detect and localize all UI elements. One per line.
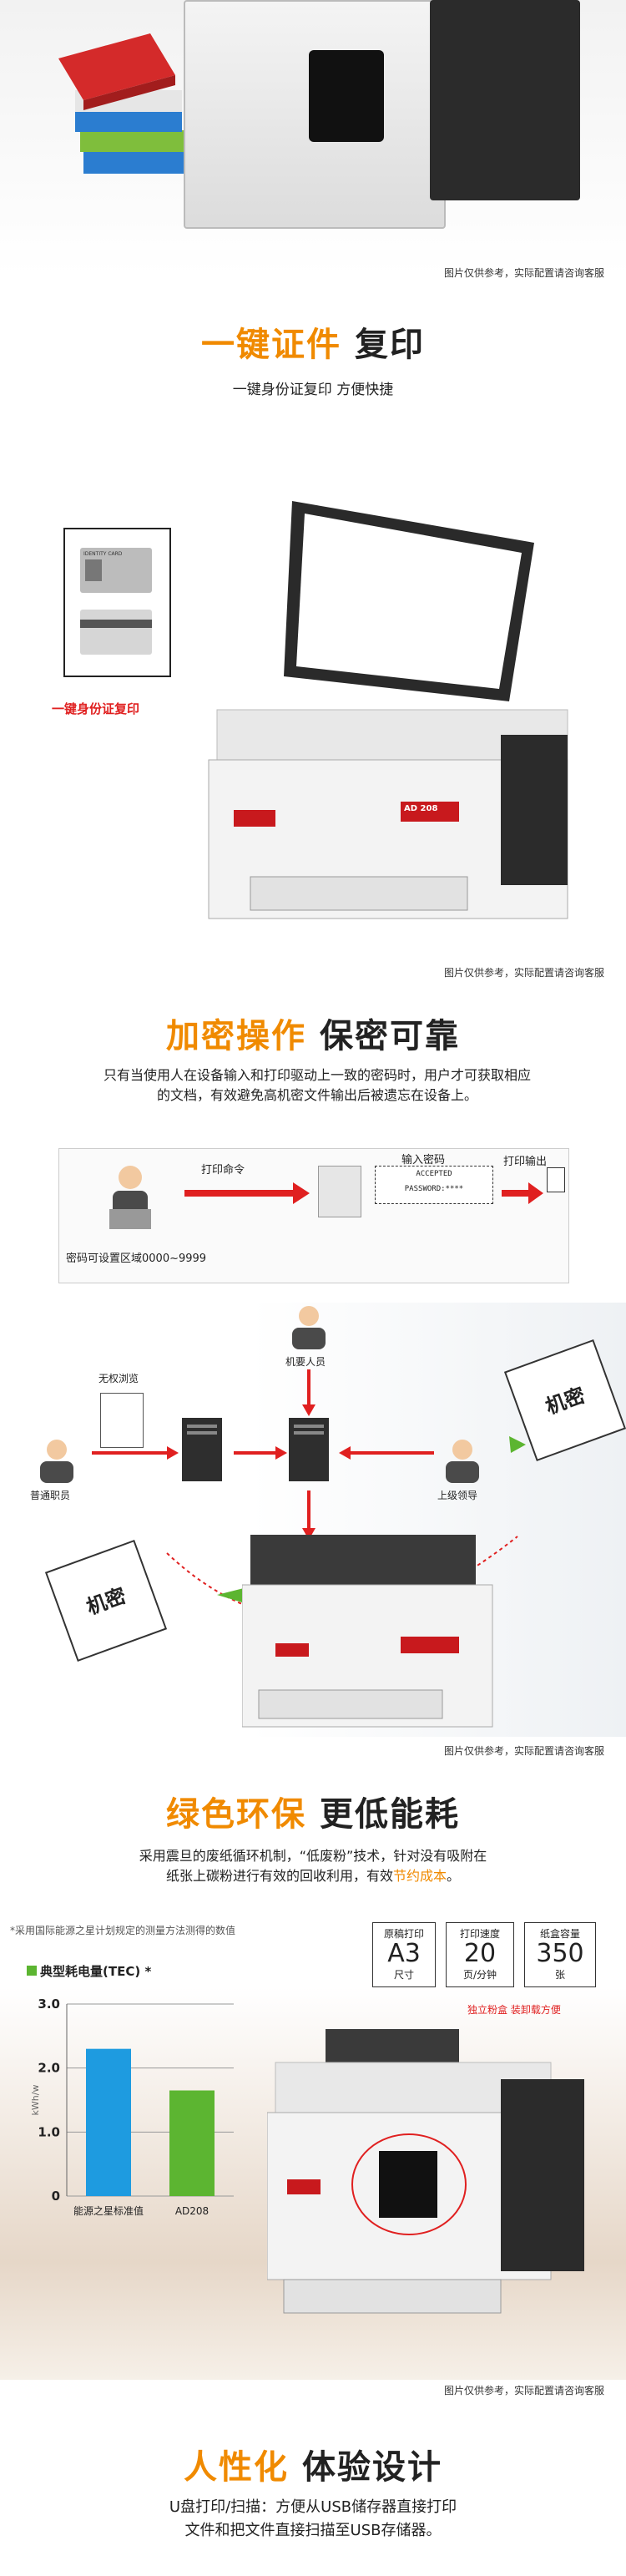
- spec-value: 350: [536, 1939, 584, 1968]
- y-tick-label: 0: [52, 2189, 60, 2204]
- id-card-stripe: [80, 620, 152, 628]
- top-section: 图片仅供参考，实际配置请咨询客服: [0, 0, 626, 279]
- chart-title: 典型耗电量(TEC) *: [27, 1962, 151, 1980]
- user-laptop-icon: [109, 1166, 151, 1229]
- section-title-secure: 加密操作 保密可靠: [0, 1009, 626, 1057]
- printer-image-network: [242, 1535, 493, 1728]
- confidential-label: 机密: [83, 1583, 129, 1620]
- section-title-id-copy: 一键证件 复印: [0, 317, 626, 366]
- secret-staff-icon: [292, 1306, 326, 1349]
- leader-icon: [446, 1440, 479, 1483]
- normal-staff-icon: [40, 1440, 73, 1483]
- image-caption: 图片仅供参考，实际配置请咨询客服: [443, 967, 604, 979]
- spec-label: 原稿打印: [383, 1928, 424, 1940]
- green-desc-line-2: 纸张上碳粉进行有效的回收利用，有效节约成本。: [0, 1865, 626, 1887]
- human-desc-line-2: 文件和把文件直接扫描至USB存储器。: [184, 2522, 442, 2539]
- spec-value: 20: [463, 1939, 497, 1968]
- section-title-green: 绿色环保 更低能耗: [0, 1787, 626, 1835]
- printer-drum-opening: [309, 50, 384, 142]
- spec-unit: 页/分钟: [462, 1969, 497, 1981]
- y-axis-label: kWh/w: [30, 2085, 41, 2116]
- id-card-front: IDENTITY CARD: [80, 548, 152, 593]
- label-leader: 上级领导: [437, 1490, 478, 1501]
- secure-description: 只有当使用人在设备输入和打印驱动上一致的密码时，用户才可获取相应的文档，有效避免…: [103, 1067, 531, 1103]
- spec-box: 纸盒容量 350 张: [524, 1922, 596, 1987]
- toner-note: 独立粉盒 装卸载方便: [467, 2004, 561, 2016]
- accepted-text: ACCEPTED: [416, 1170, 452, 1178]
- y-tick-label: 3.0: [38, 1997, 60, 2012]
- chart-title-suffix: *: [144, 1964, 152, 1979]
- spec-label: 纸盒容量: [539, 1928, 580, 1940]
- title-main: 保密可靠: [319, 1017, 460, 1055]
- id-copy-label: 一键身份证复印: [52, 701, 140, 716]
- y-tick-label: 1.0: [38, 2124, 60, 2139]
- green-desc-line-1: 采用震旦的废纸循环机制，“低废粉”技术，针对没有吸附在: [139, 1848, 487, 1864]
- bar: [86, 2048, 131, 2196]
- printer-model-badge: AD 208: [404, 804, 438, 813]
- id-card-back: [80, 610, 152, 655]
- password-flow-box: 打印命令 输入密码 ACCEPTED PASSWORD:**** 打印输出 密码…: [58, 1148, 569, 1283]
- password-panel: ACCEPTED PASSWORD:****: [375, 1166, 493, 1204]
- bar: [169, 2090, 215, 2196]
- title-accent: 人性化: [184, 2448, 290, 2487]
- arrow-right-icon: [184, 1182, 310, 1204]
- label-secret-staff: 机要人员: [285, 1356, 326, 1368]
- energy-chart: 典型耗电量(TEC) * 0 1.0 2.0 3.0 kWh/w 能源之星标准值 AD208: [17, 1962, 259, 2238]
- title-main: 更低能耗: [319, 1795, 460, 1834]
- energy-note: *采用国际能源之星计划规定的测量方法测得的数值: [10, 1925, 236, 1936]
- id-card-frame: IDENTITY CARD: [63, 528, 171, 677]
- title-accent: 加密操作: [166, 1017, 307, 1055]
- document-icon: [547, 1167, 565, 1192]
- spec-box: 原稿打印 A3 尺寸: [372, 1922, 436, 1987]
- arrow-right-icon: [502, 1182, 543, 1204]
- flow-label-print-cmd: 打印命令: [201, 1164, 245, 1177]
- chart-svg: 0 1.0 2.0 3.0 kWh/w 能源之星标准值 AD208: [30, 1997, 234, 2217]
- label-normal-staff: 普通职员: [30, 1490, 71, 1501]
- network-diagram: 无权浏览 机要人员 普通职员 上级领导 机密 机密: [0, 1303, 626, 1737]
- printer-image-green: [267, 2029, 584, 2314]
- chart-legend-swatch: [27, 1966, 37, 1976]
- confidential-label: 机密: [543, 1383, 588, 1420]
- green-desc-2b: 节约成本: [392, 1868, 447, 1884]
- title-accent: 绿色环保: [166, 1795, 307, 1834]
- spec-box: 打印速度 20 页/分钟: [446, 1922, 514, 1987]
- image-caption: 图片仅供参考，实际配置请咨询客服: [443, 1745, 604, 1757]
- x-tick-label: AD208: [175, 2205, 209, 2217]
- section-title-human: 人性化 体验设计: [0, 2440, 626, 2488]
- chart-title-text: 典型耗电量(TEC): [40, 1964, 141, 1979]
- human-desc-line-1: U盘打印/扫描：方便从USB储存器直接打印: [169, 2498, 457, 2516]
- flow-label-pwd-range: 密码可设置区域0000~9999: [66, 1253, 207, 1265]
- id-card-photo: [85, 559, 102, 581]
- spec-label: 打印速度: [459, 1928, 500, 1940]
- y-tick-label: 2.0: [38, 2061, 60, 2076]
- flow-label-enter-pwd: 输入密码: [401, 1154, 446, 1167]
- title-main: 体验设计: [301, 2448, 442, 2487]
- server-icon: [182, 1418, 222, 1481]
- spec-unit: 张: [554, 1969, 565, 1981]
- spec-value: A3: [387, 1939, 421, 1968]
- flow-label-print-out: 打印输出: [503, 1156, 548, 1168]
- password-text: PASSWORD:****: [404, 1185, 464, 1193]
- server-icon: [289, 1418, 329, 1481]
- label-no-right: 无权浏览: [98, 1373, 139, 1384]
- x-tick-label: 能源之星标准值: [73, 2204, 144, 2217]
- binders-illustration: [58, 33, 184, 174]
- section-subtitle: 一键身份证复印 方便快捷: [232, 382, 394, 398]
- title-main: 复印: [354, 326, 425, 364]
- id-card-text: IDENTITY CARD: [83, 551, 123, 557]
- doc-sheet-icon: [100, 1393, 144, 1448]
- spec-unit: 尺寸: [393, 1969, 414, 1981]
- title-accent: 一键证件: [201, 326, 342, 364]
- printer-image-open-lid: [208, 501, 568, 919]
- image-caption: 图片仅供参考，实际配置请咨询客服: [443, 2385, 604, 2396]
- printer-side-panel: [430, 0, 580, 200]
- green-desc-2c: 。: [447, 1868, 461, 1884]
- green-desc-2a: 纸张上碳粉进行有效的回收利用，有效: [165, 1868, 393, 1884]
- image-caption: 图片仅供参考，实际配置请咨询客服: [443, 267, 604, 279]
- small-printer-icon: [318, 1166, 361, 1217]
